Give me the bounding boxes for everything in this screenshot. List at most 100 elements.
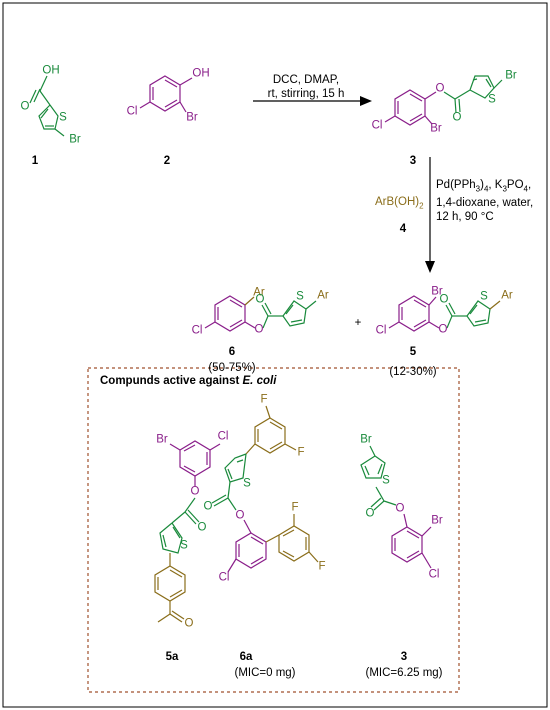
compound-6a-side-difluorophenyl <box>265 514 319 563</box>
compound-5a-acetylphenyl <box>154 553 186 623</box>
c3-cl-label: Cl <box>371 119 383 132</box>
c3-br-label: Br <box>505 69 517 82</box>
c5-o-label: O <box>438 323 448 336</box>
arrow-step2-head <box>425 261 435 273</box>
compound-3-phenyl <box>384 89 437 126</box>
c6-o-label: O <box>254 323 264 336</box>
step2-line1: Pd(PPh3)4, K3PO4, <box>436 179 532 194</box>
c3-carbonyl-o-label: O <box>452 111 462 124</box>
step2-line1-sub1: 3 <box>475 184 481 194</box>
boronic-acid-sub: 2 <box>419 201 424 211</box>
c6a-carbonyl-o-label: O <box>203 500 213 513</box>
compound-6-phenyl <box>204 295 256 332</box>
c1-br-label: Br <box>69 133 81 146</box>
compound-3-thiophene <box>443 75 503 114</box>
box-compound-3-mic: (MIC=6.25 mg) <box>365 667 443 679</box>
c5a-carbonyl-o-label: O <box>197 521 207 534</box>
c2-br-label: Br <box>186 111 198 124</box>
compound-6a-phenyl <box>227 519 267 573</box>
box-title: Compunds active against E. coli <box>100 375 277 388</box>
step2-line1-sub3: 3 <box>502 184 507 194</box>
c5a-s-label: S <box>180 539 188 552</box>
step1-reagents: DCC, DMAP, <box>272 74 340 86</box>
c3-s-label: S <box>488 93 496 106</box>
box-c3-phenyl-br-label: Br <box>431 514 443 527</box>
c6-ar-label: Ar <box>253 286 265 299</box>
c6a-s-label: S <box>243 477 251 490</box>
step2-conditions: Pd(PPh3)4, K3PO4, 1,4-dioxane, water, 12… <box>436 178 533 224</box>
c2-oh-label: OH <box>192 67 210 80</box>
c1-oh-label: OH <box>42 64 60 77</box>
compound-5-ar-bond <box>489 300 501 310</box>
c5-ar-label: Ar <box>501 289 513 302</box>
boronic-acid-number: 4 <box>399 223 407 235</box>
c6a-o-label: O <box>235 509 245 522</box>
step2-line1-e: , <box>527 179 532 191</box>
c5a-cl-label: Cl <box>217 430 229 443</box>
c5-cl-label: Cl <box>375 324 387 337</box>
compound-6-thiophene <box>261 300 317 329</box>
compound-1-number: 1 <box>31 155 39 167</box>
box-compound-3-number: 3 <box>400 651 408 663</box>
c1-s-label: S <box>59 111 67 124</box>
compound-5a-thiophene <box>159 497 200 554</box>
box-compound-3-phenyl <box>391 513 432 569</box>
step2-line1-sub4: 4 <box>523 184 528 194</box>
arrow-step1-head <box>360 96 372 106</box>
c2-cl-label: Cl <box>126 105 138 118</box>
c5a-br-label: Br <box>156 433 168 446</box>
c6a-f3-label: F <box>291 501 299 514</box>
step1-conditions: DCC, DMAP, rt, stirring, 15 h <box>268 73 345 101</box>
plus-sign: + <box>354 317 362 329</box>
compound-5-yield: (12-30%) <box>389 366 437 378</box>
c3-phenyl-br-label: Br <box>430 122 442 135</box>
c5-s-label: S <box>480 290 488 303</box>
c5-br-label: Br <box>431 285 443 298</box>
box-title-organism: E. coli <box>242 375 277 387</box>
boronic-acid-text: ArB(OH) <box>375 196 420 208</box>
compound-6-yield: (50-75%) <box>208 362 256 374</box>
step2-line1-b: ) <box>480 179 484 191</box>
step2-line1-d: PO <box>506 179 524 191</box>
compound-3-number: 3 <box>409 155 417 167</box>
compound-1-structure <box>29 75 65 137</box>
box-c3-o-label: O <box>395 502 405 515</box>
step1-conditions-text: rt, stirring, 15 h <box>267 88 345 100</box>
c6a-cl-label: Cl <box>218 571 230 584</box>
compound-5-thiophene <box>445 300 491 329</box>
c6-thiophene-ar-label: Ar <box>317 289 329 302</box>
c6-carbonyl-o-label: O <box>255 293 265 306</box>
step2-boronic-acid: ArB(OH)2 <box>375 196 424 211</box>
box-title-text: Compunds active against <box>100 375 243 387</box>
c6-cl-label: Cl <box>191 324 203 337</box>
c5a-ketone-o-label: O <box>184 617 194 630</box>
compound-2-structure <box>139 75 193 113</box>
c5a-o-label: O <box>190 485 200 498</box>
compound-2-number: 2 <box>163 155 171 167</box>
c1-o-label: O <box>20 100 30 113</box>
compound-5a-phenyl <box>169 440 221 486</box>
c5-carbonyl-o-label: O <box>439 293 449 306</box>
compound-6-ar-bond <box>244 296 255 306</box>
step2-line1-a: Pd(PPh <box>436 179 476 191</box>
step2-line2: 1,4-dioxane, water, <box>436 197 534 210</box>
c3-o-label: O <box>435 82 445 95</box>
step2-line1-c: , K <box>488 179 503 191</box>
box-c3-cl-label: Cl <box>428 568 440 581</box>
compound-6a-number: 6a <box>239 651 253 663</box>
compound-6a-top-difluorophenyl <box>245 405 297 455</box>
compound-5-number: 5 <box>409 346 417 358</box>
c6-s-label: S <box>296 290 304 303</box>
box-c3-s-label: S <box>382 474 390 487</box>
box-c3-carbonyl-o-label: O <box>365 507 375 520</box>
compound-5a-number: 5a <box>165 651 179 663</box>
compound-5-phenyl <box>388 295 440 332</box>
box-compound-3-thiophene <box>360 445 397 511</box>
step2-line1-sub2: 4 <box>483 184 489 194</box>
step2-line3: 12 h, 90 °C <box>436 211 494 224</box>
active-compounds-box <box>87 367 460 693</box>
c6a-f2-label: F <box>297 446 305 459</box>
